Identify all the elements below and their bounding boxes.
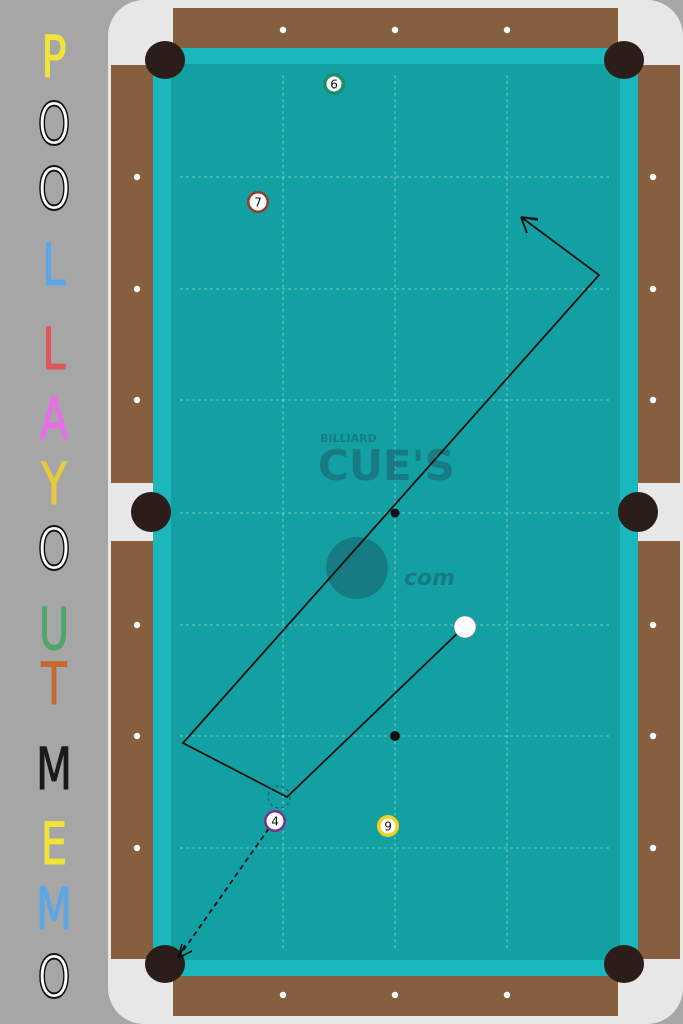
ball-7[interactable]: 7 bbox=[247, 191, 269, 213]
title-letter: O bbox=[37, 943, 71, 1011]
rail-left-upper bbox=[111, 65, 153, 483]
title-letter: E bbox=[40, 810, 68, 878]
pocket-mid-left bbox=[131, 492, 171, 532]
title-letter: M bbox=[35, 875, 73, 943]
watermark-line3: com bbox=[404, 566, 455, 591]
ball-6-label: 6 bbox=[330, 78, 338, 92]
ball-4-label: 4 bbox=[271, 815, 279, 829]
title-letter: U bbox=[38, 595, 70, 663]
title-letter: A bbox=[39, 385, 69, 453]
title-letter: O bbox=[37, 155, 71, 223]
pockets bbox=[131, 41, 658, 983]
ghost-ball bbox=[267, 785, 291, 809]
watermark-line1: BILLIARD bbox=[320, 432, 377, 445]
pocket-bottom-right bbox=[604, 945, 644, 983]
title-letter: L bbox=[42, 315, 66, 383]
ball-7-label: 7 bbox=[254, 196, 262, 210]
cue-ball[interactable] bbox=[453, 615, 477, 639]
rail-right-upper bbox=[638, 65, 680, 483]
rail-left-lower bbox=[111, 541, 153, 959]
title-letter: L bbox=[42, 231, 66, 299]
ball-6[interactable]: 6 bbox=[323, 73, 345, 95]
felt-grid bbox=[180, 75, 611, 950]
pocket-bottom-left bbox=[145, 945, 185, 983]
foot-spot bbox=[390, 731, 400, 741]
watermark-logo: BILLIARD CUE'S com bbox=[318, 432, 455, 599]
pocket-top-left bbox=[145, 41, 185, 79]
pocket-top-right bbox=[604, 41, 644, 79]
object-ball-path bbox=[177, 820, 275, 959]
title-letter: O bbox=[37, 90, 71, 158]
ball-4[interactable]: 4 bbox=[264, 810, 286, 832]
cue-ball-path bbox=[181, 216, 601, 799]
title-letter: T bbox=[41, 650, 67, 718]
rail-diamonds bbox=[133, 26, 657, 999]
title-letter: M bbox=[35, 735, 73, 803]
title-letter: Y bbox=[41, 450, 67, 518]
title-letter: O bbox=[37, 515, 71, 583]
center-spot bbox=[390, 508, 400, 518]
rail-right-lower bbox=[638, 541, 680, 959]
pool-table[interactable]: BILLIARD CUE'S com 6 bbox=[108, 0, 683, 1024]
watermark-line2: CUE'S bbox=[318, 441, 455, 490]
title-letter: P bbox=[41, 23, 67, 91]
ball-9[interactable]: 9 bbox=[377, 815, 399, 837]
pocket-mid-right bbox=[618, 492, 658, 532]
ball-9-label: 9 bbox=[384, 820, 392, 834]
